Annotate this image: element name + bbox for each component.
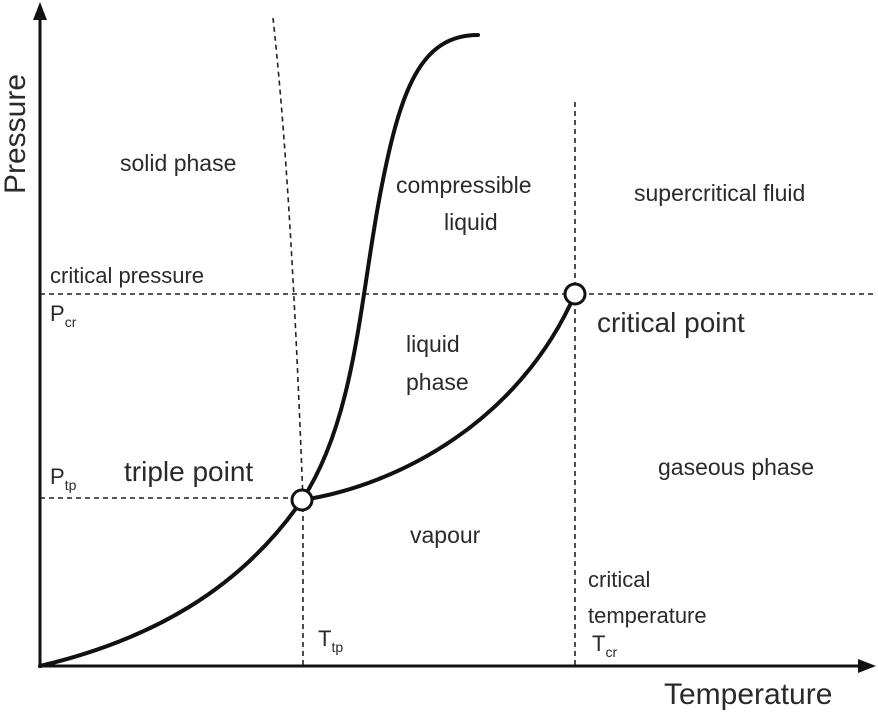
t-cr-subscript: cr xyxy=(605,644,617,660)
t-cr-label: Tcr xyxy=(592,631,617,660)
compressible-liquid-label-line1: compressible xyxy=(396,172,532,198)
critical-point-label: critical point xyxy=(597,307,745,338)
y-axis-arrow xyxy=(33,2,47,20)
t-tp-main: T xyxy=(318,626,331,651)
critical-pressure-label: critical pressure xyxy=(50,263,204,288)
guide-lines xyxy=(40,17,876,666)
p-cr-subscript: cr xyxy=(65,314,77,330)
vapour-label: vapour xyxy=(410,522,481,548)
x-axis-title: Temperature xyxy=(664,678,832,711)
critical-temperature-label-line2: temperature xyxy=(588,603,707,628)
x-axis-arrow xyxy=(858,659,876,673)
liquid-phase-label-line1: liquid xyxy=(406,331,460,357)
t-tp-label: Ttp xyxy=(318,626,343,655)
critical-temperature-label-line1: critical xyxy=(588,567,650,592)
liquid-phase-label-line2: phase xyxy=(406,369,469,395)
y-axis-title: Pressure xyxy=(0,74,32,194)
solid-phase-label: solid phase xyxy=(120,150,236,176)
phase-curves xyxy=(38,33,577,668)
triple-point-marker xyxy=(290,488,314,512)
t-cr-main: T xyxy=(592,631,605,656)
compressible-liquid-label-line2: liquid xyxy=(444,209,498,235)
vaporization-curve xyxy=(300,292,577,502)
melting-curve-dashed xyxy=(272,17,304,501)
melting-curve xyxy=(300,33,480,502)
p-cr-main: P xyxy=(50,301,65,326)
supercritical-fluid-label: supercritical fluid xyxy=(634,180,805,206)
p-tp-main: P xyxy=(50,464,65,489)
sublimation-curve xyxy=(38,498,304,668)
t-tp-subscript: tp xyxy=(331,639,343,655)
p-tp-subscript: tp xyxy=(65,477,77,493)
p-cr-label: Pcr xyxy=(50,301,77,330)
gaseous-phase-label: gaseous phase xyxy=(658,454,814,480)
axes xyxy=(33,2,876,673)
triple-point-label: triple point xyxy=(124,456,253,487)
critical-point-marker xyxy=(563,282,587,306)
p-tp-label: Ptp xyxy=(50,464,77,493)
